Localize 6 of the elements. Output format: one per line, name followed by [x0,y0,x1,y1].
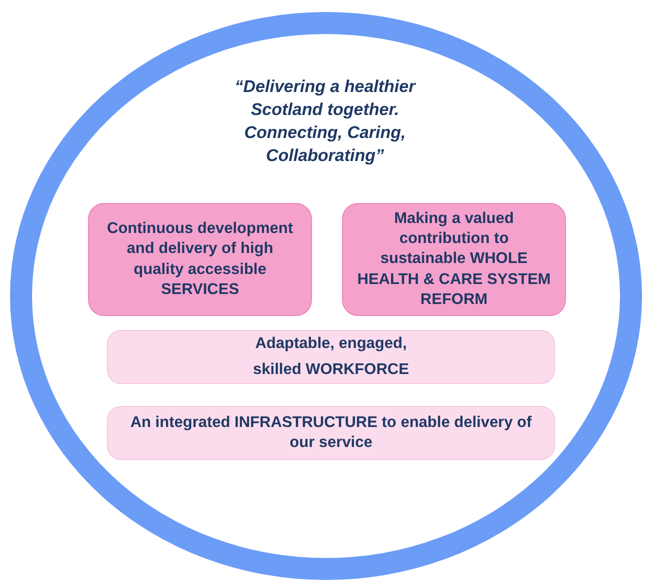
goal-box: Making a valued contribution to sustainable WHOLE HEALTH & CARE SYSTEM REFORM [342,203,566,316]
goal-box: Continuous development and delivery of high quality accessible SERVICES [88,203,312,316]
quote-text: “Delivering a healthier Scotland together. Connecting, Caring, Collaborating” [234,76,417,167]
foundation-bar: An integrated INFRASTRUCTURE to enable delivery of our service [107,406,555,460]
circle-ring [10,12,642,580]
foundation-bar: Adaptable, engaged, skilled WORKFORCE [107,330,555,384]
